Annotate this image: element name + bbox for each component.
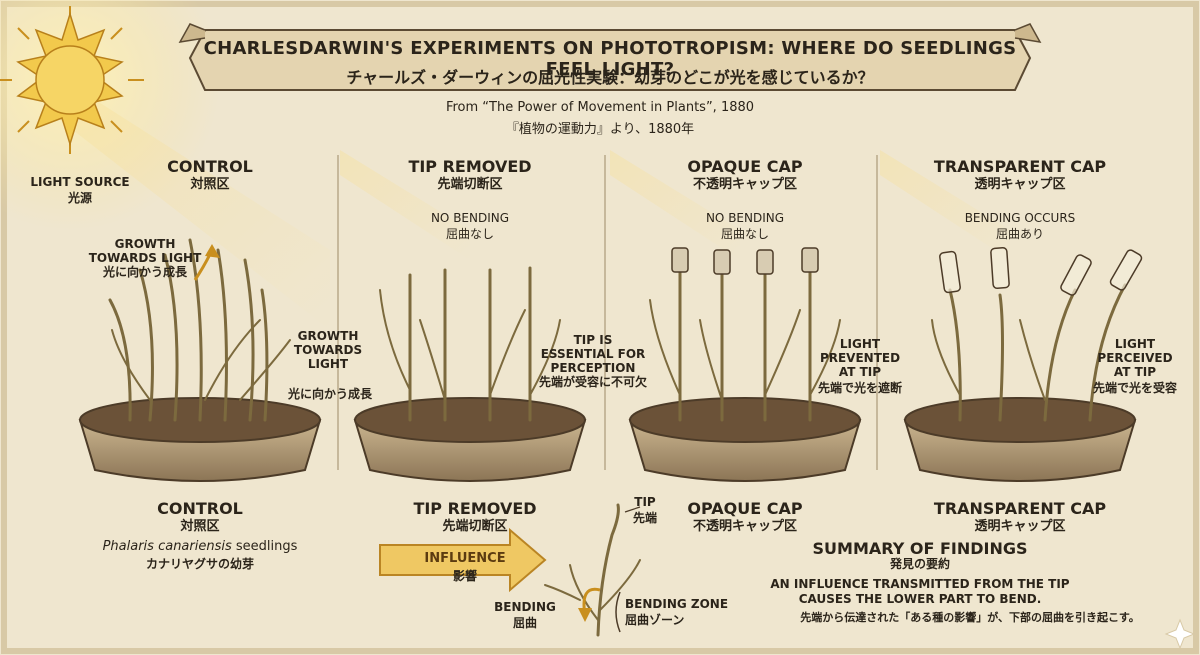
bending-zone-label: BENDING ZONE: [625, 597, 729, 611]
bottom-label-tip-removed: TIP REMOVED: [413, 499, 537, 518]
summary-line-2: CAUSES THE LOWER PART TO BEND.: [798, 592, 1042, 606]
species-label: Phalaris canariensis seedlings: [80, 539, 320, 555]
light-source-label-ja: 光源: [67, 191, 92, 205]
source-citation-ja: 『植物の運動力』より、1880年: [505, 122, 695, 137]
influence-arrow: [379, 527, 547, 593]
note-control: GROWTH TOWARDS LIGHT: [88, 237, 202, 265]
side-note-tip-essential-ja: 先端が受容に不可欠: [538, 375, 647, 389]
seedlings-opaque-cap: [649, 268, 841, 422]
seedlings-transparent-cap: [931, 283, 1127, 422]
summary-title-ja: 発見の要約: [889, 557, 950, 571]
species-label-ja: カナリヤグサの幼芽: [145, 557, 254, 571]
panel-title-control: CONTROL: [167, 157, 253, 176]
summary-ja: 先端から伝達された「ある種の影響」が、下部の屈曲を引き起こす。: [800, 611, 1140, 624]
side-note-growth-ja: 光に向かう成長: [287, 387, 372, 401]
bottom-label-transparent-cap-ja: 透明キャップ区: [974, 519, 1066, 534]
bottom-label-opaque-cap: OPAQUE CAP: [687, 499, 803, 518]
panel-title-opaque-cap: OPAQUE CAP: [687, 157, 803, 176]
tip-label: TIP: [634, 495, 656, 509]
pot-tip-removed: [353, 397, 587, 482]
panel-title-tip-removed: TIP REMOVED: [408, 157, 532, 176]
note-transparent-cap: BENDING OCCURS: [964, 211, 1076, 225]
side-note-light-perceived-ja: 先端で光を受容: [1092, 381, 1177, 395]
seedlings-control: [108, 238, 291, 422]
bottom-label-control: CONTROL: [157, 499, 243, 518]
influence-label: INFLUENCE: [424, 551, 506, 566]
tip-leader: [624, 506, 641, 513]
summary-title: SUMMARY OF FINDINGS: [812, 539, 1028, 558]
bottom-label-transparent-cap: TRANSPARENT CAP: [933, 499, 1107, 518]
note-opaque-cap: NO BENDING: [705, 211, 785, 225]
pot-opaque-cap: [628, 397, 862, 482]
tip-label-ja: 先端: [632, 511, 657, 525]
bending-label: BENDING: [494, 600, 556, 614]
bending-zone-brace: [615, 591, 621, 633]
bending-zone-label-ja: 屈曲ゾーン: [625, 613, 685, 627]
sun-icon: [0, 6, 144, 154]
panel-title-transparent-cap-ja: 透明キャップ区: [974, 177, 1066, 192]
source-citation: From “The Power of Movement in Plants”, …: [445, 100, 755, 115]
pot-transparent-cap: [903, 397, 1137, 482]
side-note-growth: GROWTH TOWARDS LIGHT: [293, 329, 363, 371]
bottom-label-tip-removed-ja: 先端切断区: [442, 519, 508, 534]
panel-dividers: [337, 155, 878, 470]
bending-arrowhead: [578, 608, 592, 622]
summary-line-1: AN INFLUENCE TRANSMITTED FROM THE TIP: [770, 577, 1070, 591]
bending-label-ja: 屈曲: [512, 616, 537, 630]
note-tip-removed: NO BENDING: [430, 211, 510, 225]
note-transparent-cap-ja: 屈曲あり: [995, 227, 1044, 241]
sparkle-icon: [1164, 618, 1196, 650]
species-suffix: seedlings: [231, 539, 298, 554]
side-note-light-prevented-ja: 先端で光を遮断: [817, 381, 902, 395]
transparent-caps: [939, 247, 1143, 296]
side-note-light-perceived: LIGHT PERCEIVED AT TIP: [1097, 337, 1173, 379]
side-note-tip-essential: TIP IS ESSENTIAL FOR PERCEPTION: [540, 333, 646, 375]
page-title: CHARLESDARWIN'S EXPERIMENTS ON PHOTOTROP…: [203, 38, 1017, 80]
sun-rays: [0, 0, 1010, 330]
panel-title-tip-removed-ja: 先端切断区: [437, 177, 503, 192]
bottom-label-opaque-cap-ja: 不透明キャップ区: [692, 519, 797, 534]
influence-label-ja: 影響: [452, 569, 477, 583]
light-source-label: LIGHT SOURCE: [30, 175, 130, 189]
seedlings-tip-removed: [379, 266, 561, 422]
note-control-ja: 光に向かう成長: [102, 265, 187, 279]
panel-title-transparent-cap: TRANSPARENT CAP: [933, 157, 1107, 176]
growth-arrow: [193, 244, 220, 281]
panel-title-control-ja: 対照区: [190, 177, 230, 192]
species-latin: Phalaris canariensis: [102, 539, 232, 554]
page-title-ja: チャールズ・ダーウィンの屈光性実験：幼芽のどこが光を感じているか？: [346, 68, 874, 87]
bending-plant: [544, 503, 641, 637]
title-banner: [178, 23, 1042, 91]
note-opaque-cap-ja: 屈曲なし: [720, 227, 769, 241]
bottom-label-control-ja: 対照区: [180, 519, 220, 534]
opaque-caps: [671, 247, 819, 275]
note-tip-removed-ja: 屈曲なし: [445, 227, 494, 241]
side-note-light-prevented: LIGHT PREVENTED AT TIP: [819, 337, 901, 379]
panel-title-opaque-cap-ja: 不透明キャップ区: [692, 177, 797, 192]
